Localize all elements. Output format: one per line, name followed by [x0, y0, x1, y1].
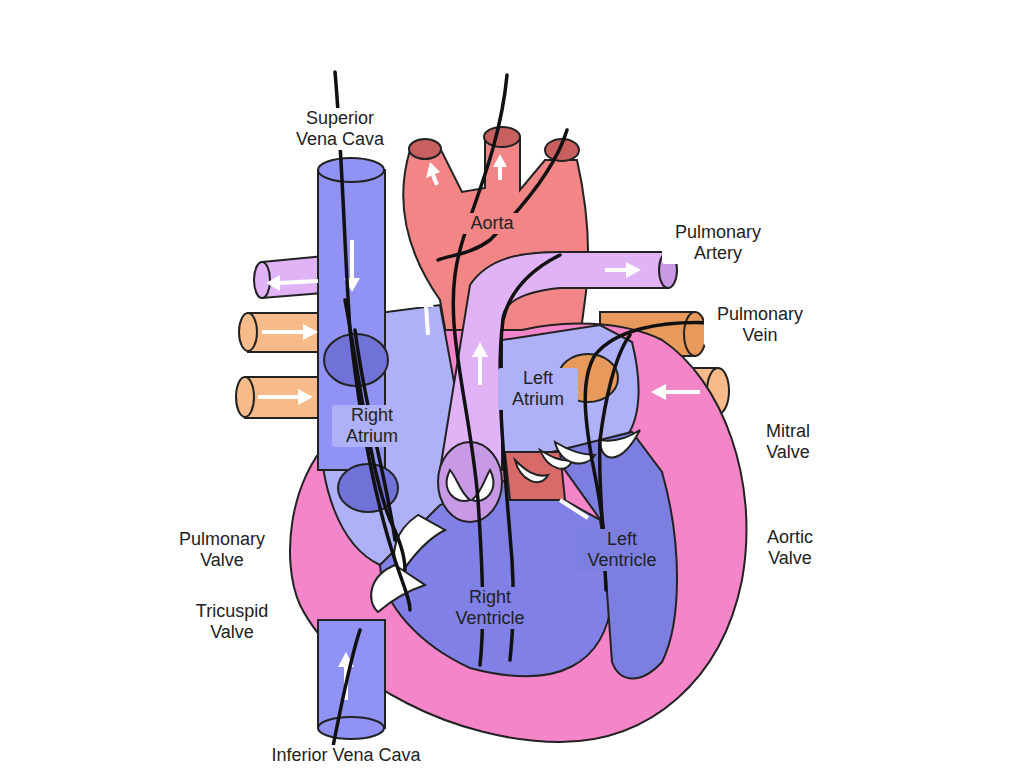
- vessel-end: [254, 262, 270, 298]
- part-label: Tricuspid Valve: [176, 601, 288, 643]
- vessel-end: [318, 158, 384, 182]
- part-label: Pulmonary Artery: [662, 222, 774, 264]
- part-label: Right Ventricle: [444, 587, 536, 629]
- vessel-end: [484, 127, 520, 147]
- part-label: Left Ventricle: [576, 529, 668, 571]
- part-label: Pulmonary Vein: [704, 304, 816, 346]
- vessel-end: [318, 717, 384, 739]
- valve-leaflet: [600, 430, 640, 458]
- vessel-end: [236, 377, 254, 417]
- part-label: Mitral Valve: [748, 421, 828, 463]
- vessel-end: [239, 313, 257, 351]
- part-label: Pulmonary Valve: [166, 529, 278, 571]
- flow-arrows: [258, 154, 700, 700]
- part-label: Left Atrium: [498, 368, 578, 410]
- ink-scribbles: [330, 72, 715, 762]
- left-ventricle-chamber: [552, 432, 677, 679]
- inferior-vena-cava: [318, 620, 385, 728]
- vessel-end: [684, 312, 706, 356]
- part-label: Right Atrium: [332, 405, 412, 447]
- part-label: Inferior Vena Cava: [246, 745, 446, 766]
- pulmonary-artery: [440, 252, 668, 470]
- valve-leaflet: [447, 470, 470, 501]
- valve-ring: [438, 442, 502, 522]
- part-label: Aorta: [457, 213, 527, 234]
- part-label: Aortic Valve: [750, 527, 830, 569]
- vessel-end: [409, 139, 441, 159]
- part-label: Superior Vena Cava: [285, 108, 395, 150]
- valve-leaflet: [515, 460, 548, 482]
